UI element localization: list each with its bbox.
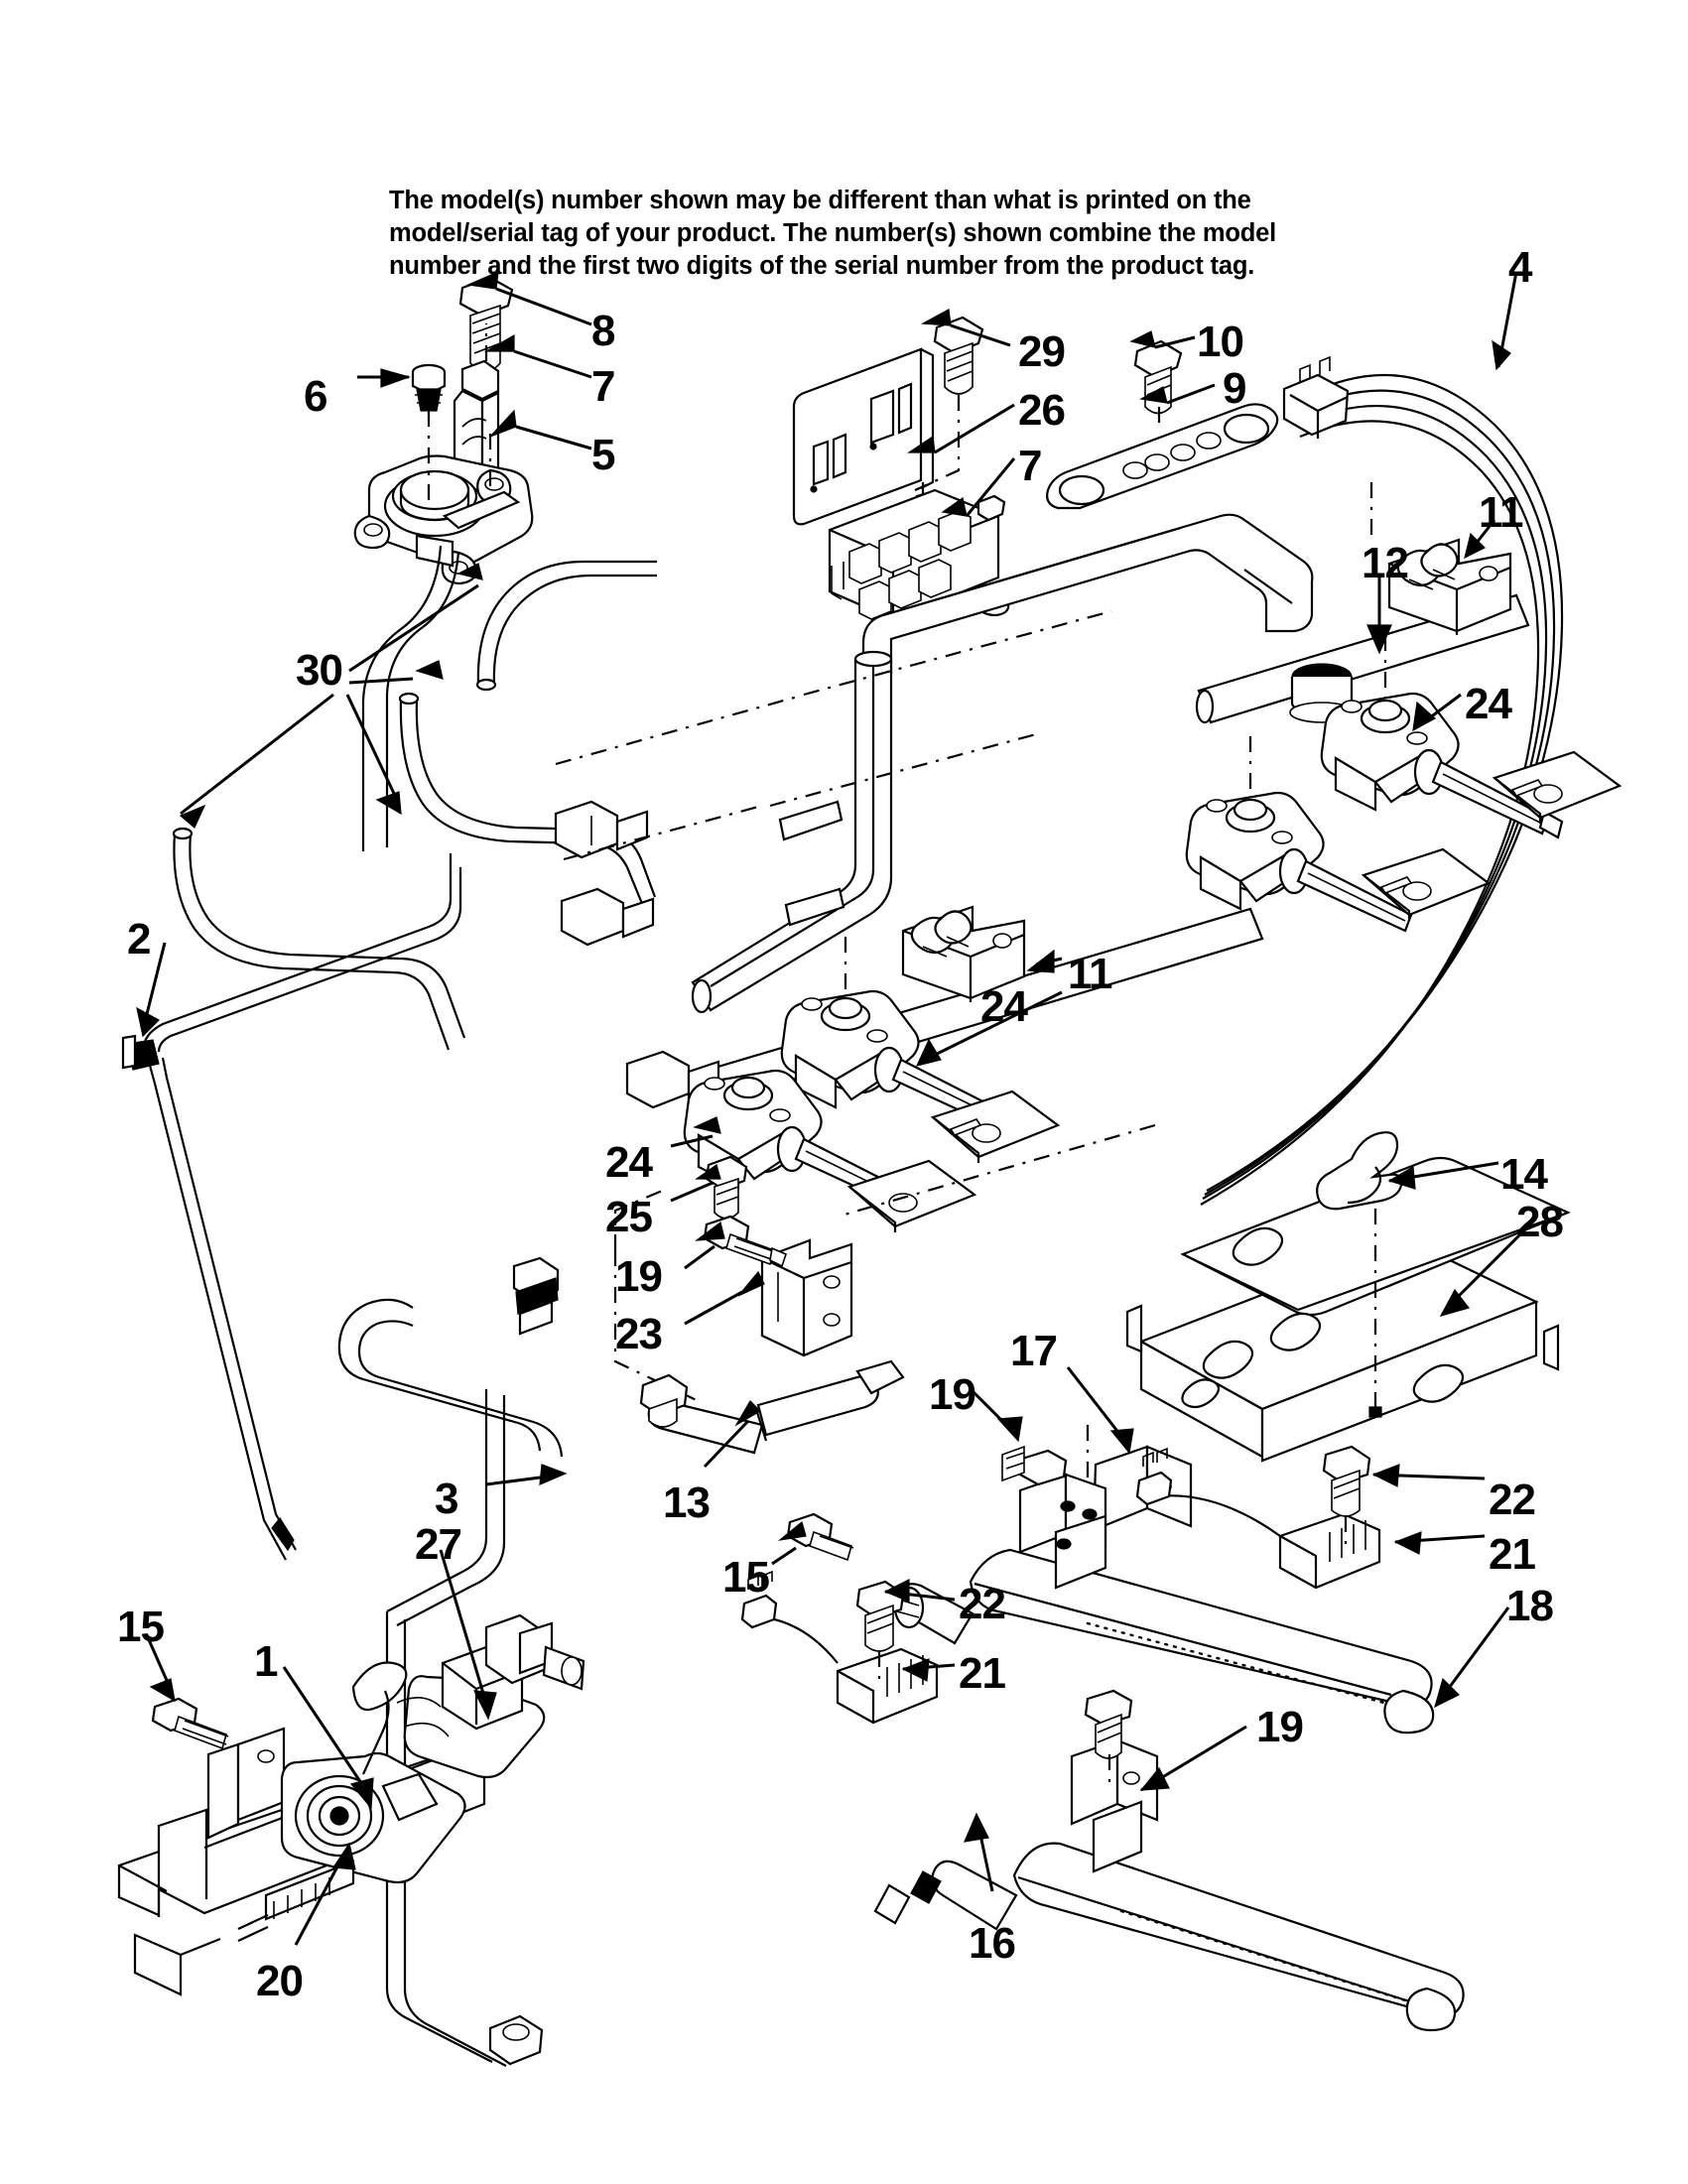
callout-21-bake-igniter: 21 (959, 1649, 1006, 1698)
oven-burner-assembly-1 (117, 1549, 585, 1996)
callout-1-oven-burner-assembly: 1 (254, 1637, 279, 1686)
note-line-3: number and the first two digits of the s… (389, 252, 1255, 281)
burner-tubes-30 (172, 545, 845, 1109)
callout-11-burner-bracket-left: 11 (1068, 950, 1113, 998)
wire-harness-4 (1200, 271, 1564, 1206)
gas-supply-line-2 (121, 853, 462, 1561)
manifold-orifice (1289, 663, 1355, 723)
callout-8-regulator-screw: 8 (591, 307, 616, 355)
tube-fitting-a (554, 800, 649, 859)
screw-8 (458, 276, 514, 372)
callout-16-bake-burner-tube: 16 (969, 1919, 1016, 1968)
valve-lower-left (683, 1069, 911, 1211)
note-line-2: model/serial tag of your product. The nu… (389, 219, 1276, 248)
harness-connector (1282, 355, 1350, 439)
gas-tube-bottom-flare (488, 2014, 544, 2066)
regulator-nipple-7 (453, 359, 500, 520)
callout-26-terminal-block-cover: 26 (1018, 386, 1066, 435)
callout-14-baffle-clip: 14 (1500, 1150, 1548, 1199)
regulator-body-5 (353, 454, 534, 585)
callout-11-burner-bracket-right: 11 (1479, 488, 1524, 537)
valve-mount-plate-right (1492, 750, 1623, 824)
terminal-block-cover-26 (792, 347, 948, 526)
callout-19-screw-bake: 19 (1256, 1703, 1304, 1751)
broil-igniter-21 (1135, 1447, 1381, 1590)
bake-burner-16 (740, 1570, 1465, 2032)
screw-19-bracket (703, 1215, 787, 1268)
callout-12-manifold-pipe: 12 (1362, 539, 1409, 587)
callout-22-igniter-wire-broil: 22 (1489, 1476, 1536, 1524)
valve-mount-plate-left (846, 1159, 977, 1232)
callout-21-broil-igniter: 21 (1489, 1530, 1536, 1579)
callout-6-regulator-cap: 6 (304, 372, 328, 421)
valve-mid-right (1185, 791, 1413, 933)
callout-28-oven-bottom-baffle: 28 (1516, 1198, 1564, 1246)
callout-25-valve-nut: 25 (605, 1193, 653, 1241)
screw-22-bake (855, 1580, 905, 1652)
callout-24-valve-top-right: 24 (1465, 680, 1512, 728)
callout-22-igniter-wire-bake: 22 (959, 1580, 1006, 1628)
model-number-note: The model(s) number shown may be differe… (389, 185, 1282, 283)
screw-15-tube (786, 1512, 854, 1562)
screw-15-left (151, 1697, 229, 1750)
screw-19-broil (1001, 1445, 1068, 1486)
screw-29 (933, 316, 984, 395)
surface-burner-valves (670, 635, 1564, 1220)
callout-20-oven-igniter: 20 (256, 1957, 304, 2005)
ground-strap-plate-9 (1046, 403, 1279, 510)
valve-top-right (1320, 692, 1564, 839)
callout-29-screw: 29 (1018, 327, 1066, 376)
callout-15-screw-left: 15 (117, 1603, 165, 1651)
tube-13-nut (639, 1373, 689, 1428)
callout-30-burner-tubes: 30 (296, 646, 343, 695)
callout-24-valve-center: 24 (980, 982, 1028, 1031)
valve-center (780, 989, 1008, 1131)
callout-5-pressure-regulator: 5 (591, 431, 616, 479)
screw-22-broil (1322, 1445, 1371, 1517)
regulator-cap-6 (411, 363, 447, 412)
callout-19-screw-bracket: 19 (615, 1252, 663, 1301)
baffle-clip-14 (1316, 1131, 1403, 1211)
callout-2-gas-supply-line: 2 (127, 915, 152, 964)
valve-bracket-23 (684, 1215, 853, 1357)
oven-burner-tube-13 (639, 1359, 905, 1566)
callout-10-screw: 10 (1197, 318, 1244, 366)
gas-tube-fitting (512, 1256, 560, 1336)
callout-17-broil-burner-bracket: 17 (1010, 1327, 1058, 1375)
valve-mount-plate-center (930, 1090, 1061, 1163)
callout-19-screw-broil: 19 (929, 1370, 976, 1419)
screw-19-bake (1084, 1689, 1133, 1759)
callout-7-regulator-nipple: 7 (591, 362, 616, 411)
note-line-1: The model(s) number shown may be differe… (389, 187, 1251, 214)
screw-10 (1133, 339, 1183, 415)
callout-15-screw-tube: 15 (722, 1553, 770, 1602)
tube-fitting-b (560, 887, 655, 947)
callout-9-ground-strap-plate: 9 (1223, 364, 1247, 413)
tube-fitting-c (625, 1050, 720, 1109)
terminal-block-group (792, 309, 1016, 621)
callout-3-oven-gas-tube: 3 (435, 1475, 459, 1523)
callout-13-oven-burner-tube: 13 (663, 1478, 711, 1527)
oven-gas-tube-3 (337, 1256, 568, 2067)
terminal-block-7 (828, 488, 1010, 621)
callout-18-broil-burner: 18 (1506, 1582, 1554, 1630)
callout-4-wire-harness: 4 (1508, 243, 1533, 292)
callout-27-safety-valve: 27 (415, 1520, 462, 1569)
callout-24-valve-lower-left: 24 (605, 1138, 653, 1187)
callout-23-valve-bracket: 23 (615, 1310, 663, 1358)
callout-7-terminal-block: 7 (1018, 442, 1043, 490)
bake-igniter-21 (740, 1570, 939, 1725)
valve-nut-25 (705, 1155, 748, 1220)
valve-mount-plate-mid (1361, 847, 1492, 921)
pressure-regulator-group (353, 271, 592, 585)
supply-flare-fitting (121, 1034, 160, 1071)
